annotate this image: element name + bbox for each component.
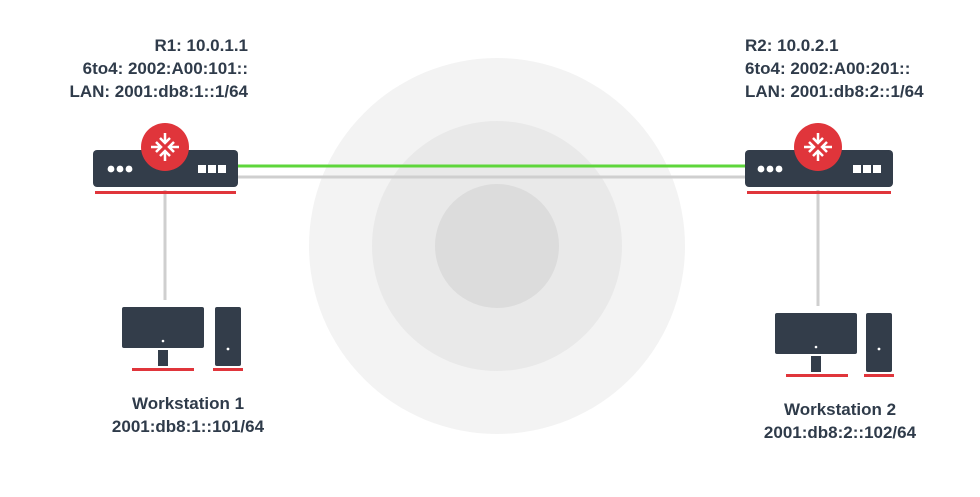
workstation-2-name: Workstation 2	[783, 400, 897, 419]
router-r1[interactable]	[93, 123, 238, 194]
tower-body	[215, 307, 241, 366]
tower-icon	[213, 307, 243, 371]
r2-labels: R2: 10.0.2.1 6to4: 2002:A00:201:: LAN: 2…	[745, 34, 924, 103]
r1-labels: R1: 10.0.1.1 6to4: 2002:A00:101:: LAN: 2…	[69, 34, 248, 103]
workstation-1-address: 2001:db8:1::101/64	[111, 417, 265, 436]
tower-base-stripe	[864, 374, 894, 377]
port-square	[208, 165, 216, 173]
tower-body	[866, 313, 892, 372]
router-icon	[794, 123, 842, 171]
router-base-stripe	[95, 191, 236, 194]
led-dot	[125, 165, 133, 173]
monitor-power-led	[814, 345, 818, 349]
monitor-base-stripe	[132, 368, 194, 371]
ipv4-cloud	[309, 58, 685, 434]
r1-name: R1: 10.0.1.1	[154, 36, 248, 55]
monitor-base-stripe	[786, 374, 848, 377]
tower-base-stripe	[213, 368, 243, 371]
port-square	[863, 165, 871, 173]
router-icon-arrows	[804, 133, 832, 161]
workstation-2[interactable]	[775, 313, 894, 377]
router-r2[interactable]	[745, 123, 893, 194]
led-dot	[116, 165, 124, 173]
r2-6to4-prefix: 6to4: 2002:A00:201::	[745, 59, 911, 78]
r2-name: R2: 10.0.2.1	[745, 36, 839, 55]
port-square	[853, 165, 861, 173]
cloud-inner-ring	[435, 184, 559, 308]
router-icon-disc	[794, 123, 842, 171]
links	[163, 164, 820, 306]
router-base-stripe	[747, 191, 891, 194]
monitor-screen	[775, 313, 857, 354]
workstation-2-address: 2001:db8:2::102/64	[763, 423, 917, 442]
tower-power-led	[226, 347, 230, 351]
workstation-1[interactable]	[122, 307, 243, 371]
router-icon	[141, 123, 189, 171]
led-dot	[757, 165, 765, 173]
port-square	[873, 165, 881, 173]
led-dot	[107, 165, 115, 173]
monitor-stand	[811, 356, 821, 372]
monitor-screen	[122, 307, 204, 348]
monitor-icon	[122, 307, 204, 371]
workstation-2-labels: Workstation 2 2001:db8:2::102/64	[740, 398, 940, 444]
monitor-stand	[158, 350, 168, 366]
router-icon-arrows	[151, 133, 179, 161]
port-square	[198, 165, 206, 173]
port-square	[218, 165, 226, 173]
monitor-power-led	[161, 339, 165, 343]
r1-lan-address: LAN: 2001:db8:1::1/64	[69, 82, 248, 101]
tower-power-led	[877, 347, 881, 351]
r1-6to4-prefix: 6to4: 2002:A00:101::	[82, 59, 248, 78]
led-dot	[766, 165, 774, 173]
monitor-icon	[775, 313, 857, 377]
workstation-1-labels: Workstation 1 2001:db8:1::101/64	[88, 392, 288, 438]
r2-lan-address: LAN: 2001:db8:2::1/64	[745, 82, 924, 101]
workstation-1-name: Workstation 1	[131, 394, 245, 413]
router-icon-disc	[141, 123, 189, 171]
led-dot	[775, 165, 783, 173]
tower-icon	[864, 313, 894, 377]
